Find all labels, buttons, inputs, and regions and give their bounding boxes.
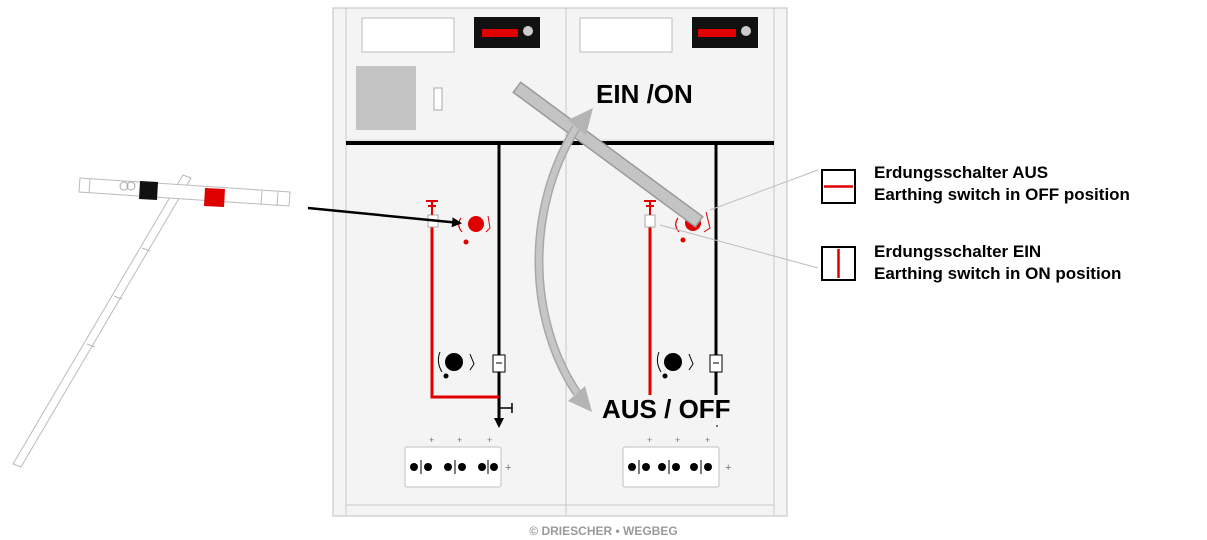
svg-text:+: + [705,435,710,445]
legend-off-english: Earthing switch in OFF position [874,185,1130,204]
svg-text:+: + [725,462,731,474]
fuse-base-left: + + + + [404,435,511,488]
svg-text:+: + [487,435,492,445]
inserted-lever [512,81,704,228]
tool-shaft [12,174,192,468]
svg-text:+: + [457,435,462,445]
fuse-icon [709,354,723,373]
tool-head [78,177,291,207]
ground-icon [499,403,513,413]
feeder-right: + + + + [622,145,731,488]
panel-right-top [579,17,758,53]
rotation-arrow [534,108,593,412]
operating-lever-icon [656,351,694,379]
legend-symbol-on [821,246,856,281]
legend-on-english: Earthing switch in ON position [874,264,1122,283]
svg-text:+: + [675,435,680,445]
panel-left-top [356,17,540,130]
fuse-base-right: + + + + [622,435,731,488]
legend-pointers [659,169,819,269]
off-label: AUS / OFF [602,394,731,424]
svg-text:+: + [505,462,511,474]
legend-item-on: Erdungsschalter EIN Earthing switch in O… [874,241,1121,285]
legend-item-off: Erdungsschalter AUS Earthing switch in O… [874,162,1130,206]
busbar [346,139,774,145]
operating-tool [12,174,291,468]
fuse-icon [492,354,506,373]
feeder-left: + + + + [404,145,513,488]
pointer-arrow [307,206,462,228]
earthing-switch-icon [644,200,656,228]
svg-text:+: + [429,435,434,445]
legend-on-german: Erdungsschalter EIN [874,242,1042,261]
legend-symbol-off [821,169,856,204]
on-label: EIN /ON [596,79,693,109]
legend-off-german: Erdungsschalter AUS [874,163,1049,182]
operating-lever-icon [437,351,475,379]
copyright-footer: © DRIESCHER • WEGBEG [529,524,678,538]
svg-text:+: + [647,435,652,445]
